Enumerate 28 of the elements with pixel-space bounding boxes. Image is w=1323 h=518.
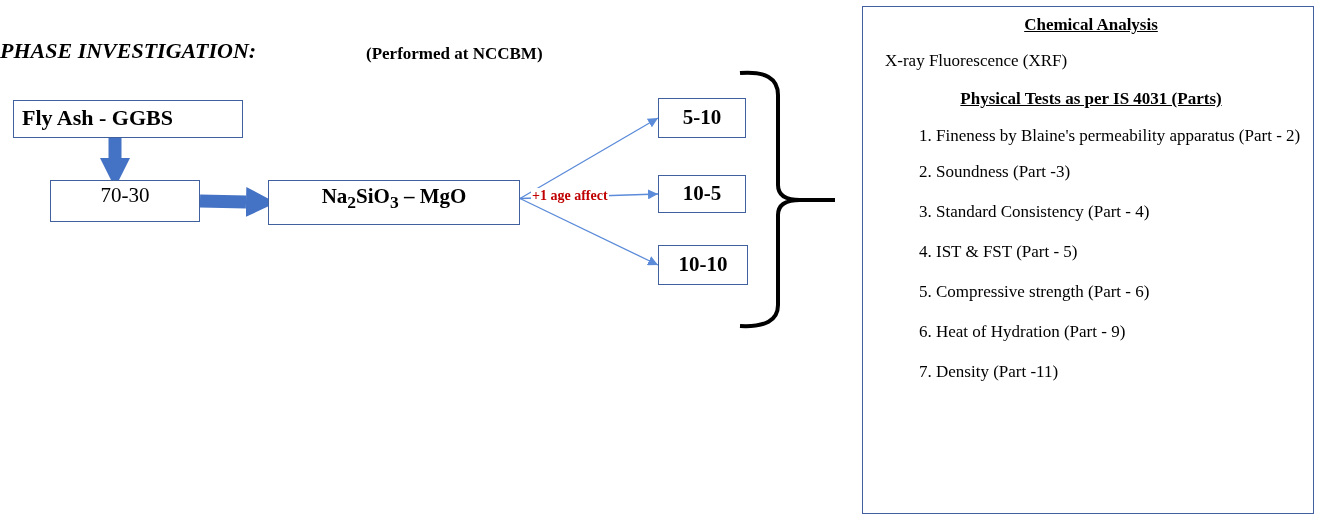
heading: PHASE INVESTIGATION:: [0, 38, 257, 64]
list-item: X-ray Fluorescence (XRF): [885, 51, 1069, 71]
result-box: [658, 98, 746, 138]
box-label: Na$_{2}$SiO$_{3}$ – MgO: [320, 184, 468, 214]
list-item: 7. Density (Part -11): [919, 362, 1060, 382]
process-box: [50, 180, 200, 222]
list-item: 4. IST & FST (Part - 5): [919, 242, 1079, 262]
list-item: 5. Compressive strength (Part - 6): [919, 282, 1151, 302]
list-item: 1. Fineness by Blaine's permeability apparatus (Part - 2): [919, 125, 1301, 146]
box-label: 5-10: [681, 105, 723, 130]
note: (Performed at NCCBM): [366, 44, 543, 64]
test-list-panel: [862, 6, 1314, 514]
process-box: [13, 100, 243, 138]
list-item: 2. Soundness (Part -3): [919, 162, 1072, 182]
box-label: 10-10: [677, 252, 729, 277]
list-item: 3. Standard Consistency (Part - 4): [919, 202, 1151, 222]
edge-label: +1 age affect: [531, 188, 609, 204]
section-heading: Chemical Analysis: [1023, 15, 1159, 35]
result-box: [658, 245, 748, 285]
arrow: [519, 117, 659, 200]
process-box: [268, 180, 520, 225]
box-label: Fly Ash - GGBS: [22, 105, 174, 131]
section-heading: Physical Tests as per IS 4031 (Parts): [959, 89, 1223, 109]
result-box: [658, 175, 746, 213]
box-label: 70-30: [99, 183, 151, 208]
box-label: 10-5: [681, 181, 723, 206]
arrow: [519, 197, 659, 266]
list-item: 6. Heat of Hydration (Part - 9): [919, 322, 1127, 342]
